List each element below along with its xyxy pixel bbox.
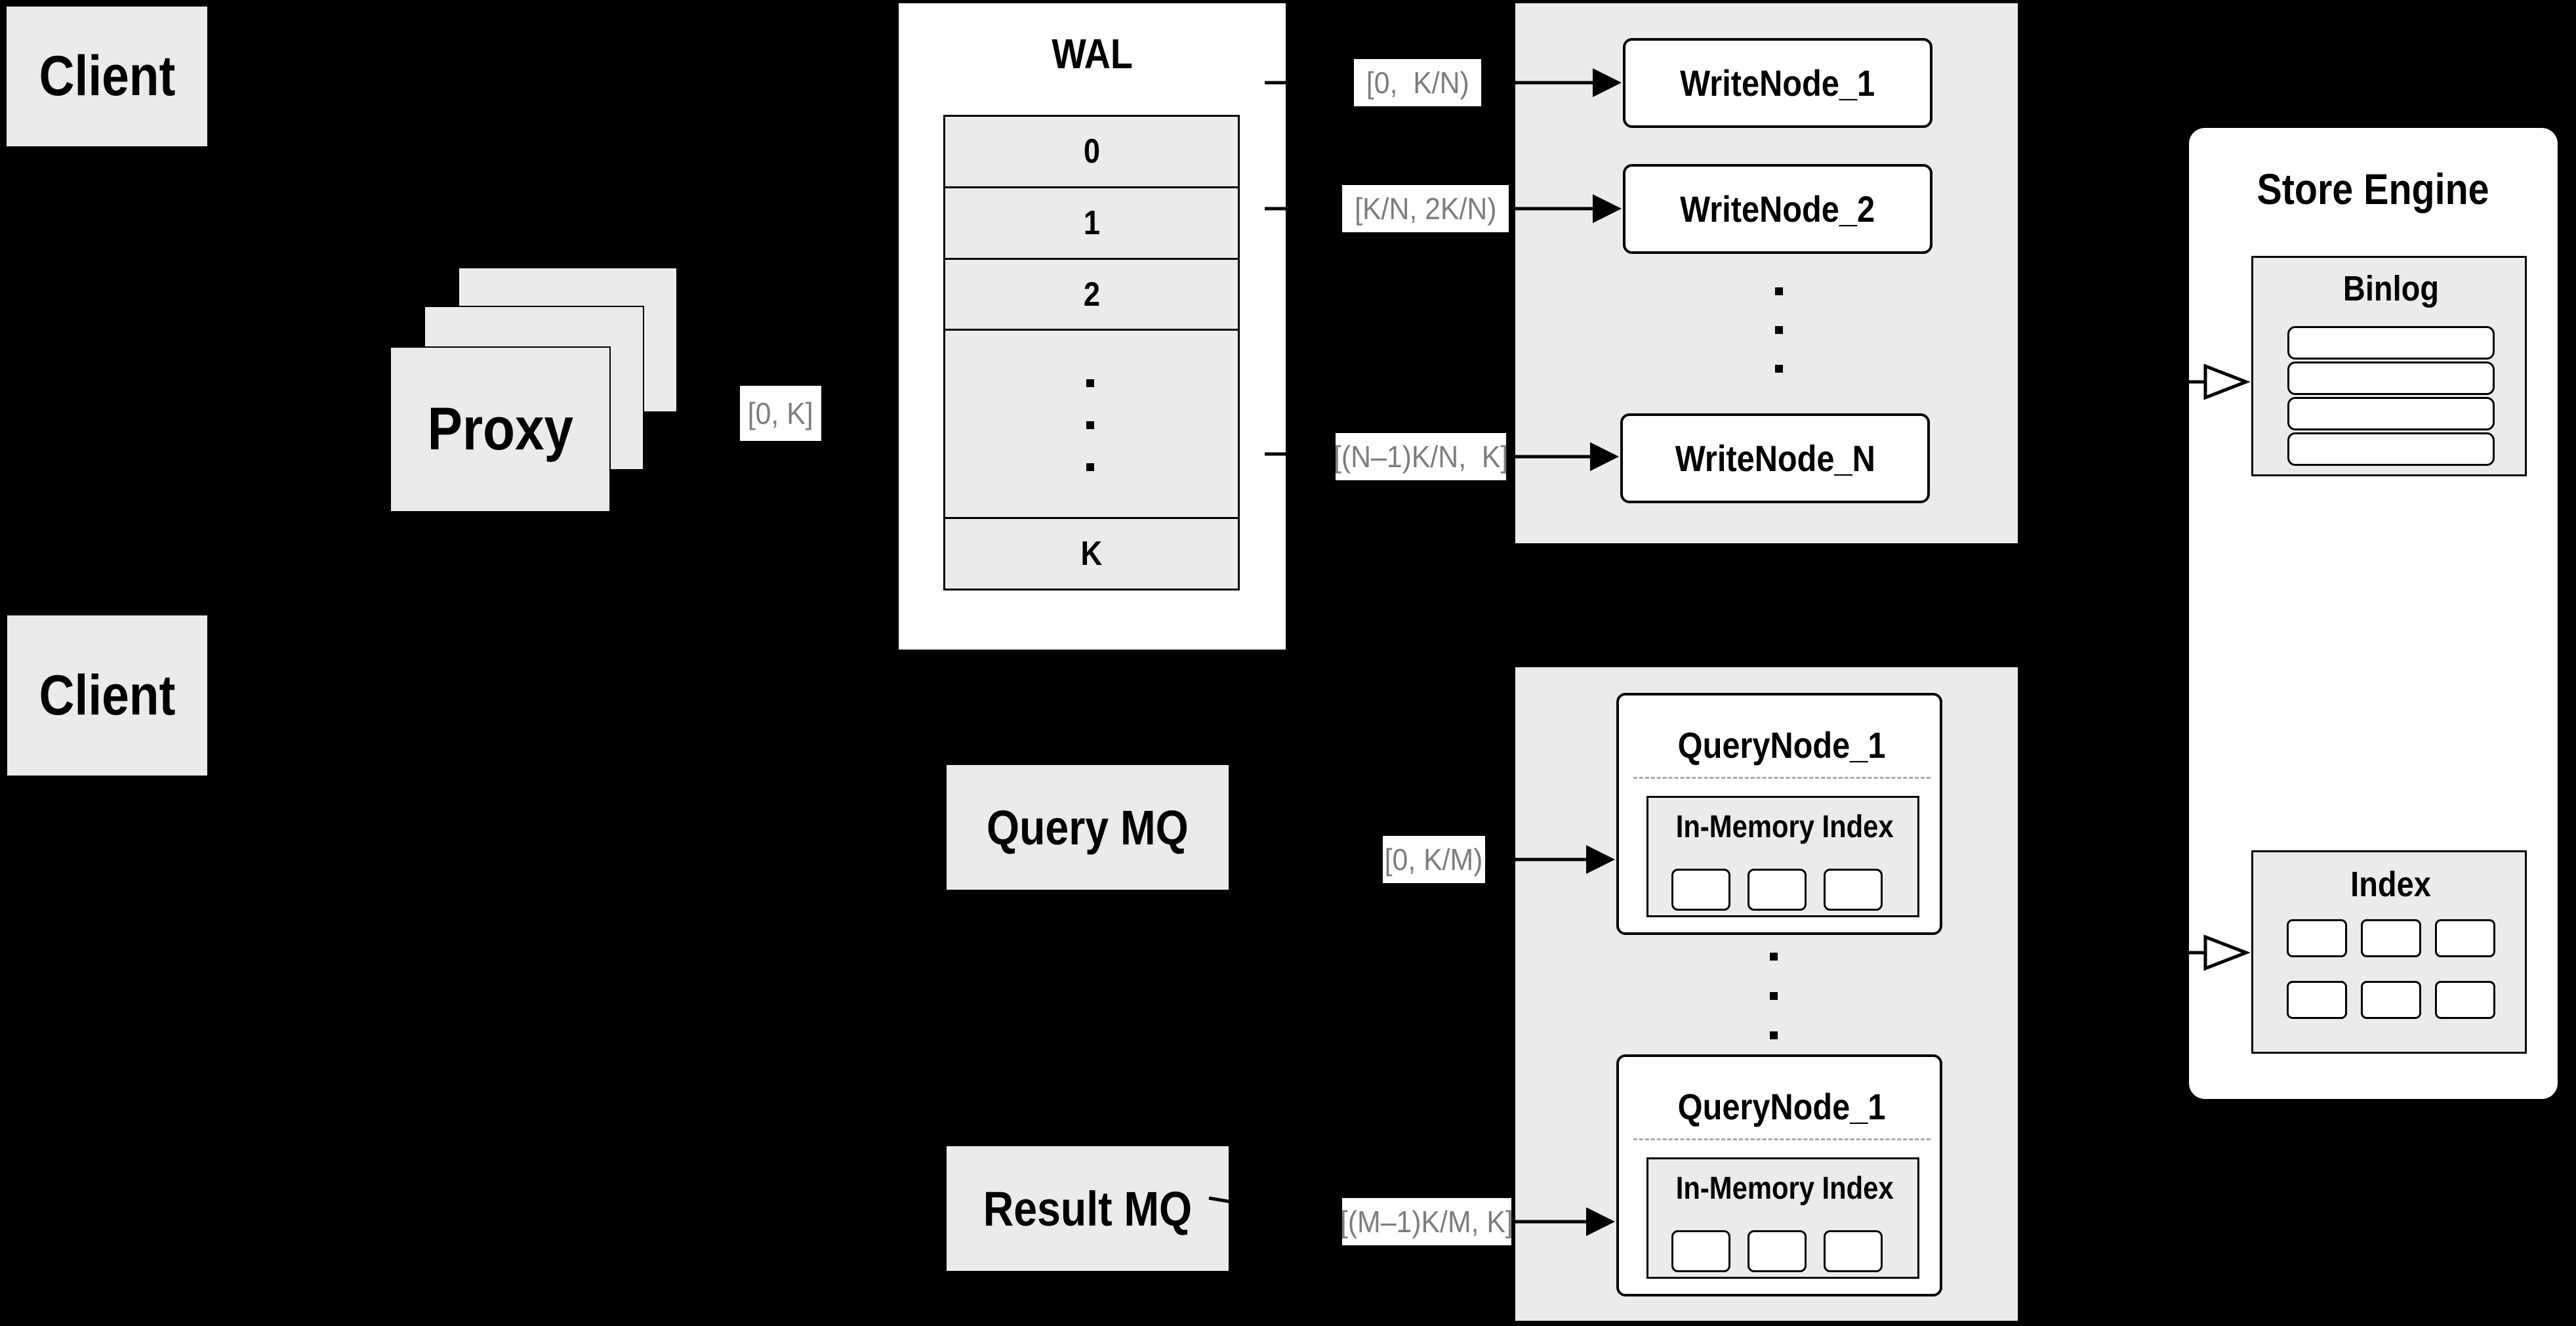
ellipsis-dot <box>1086 421 1094 429</box>
query-mq-box: Query MQ <box>945 764 1230 891</box>
binlog-row <box>2287 397 2495 430</box>
binlog-row <box>2287 362 2495 395</box>
ellipsis-dot <box>1770 992 1778 1000</box>
writenode-1-box: WriteNode_1 <box>1623 38 1932 128</box>
index-chips-row <box>2287 919 2495 957</box>
wal-container: WAL 0 1 2 K <box>899 3 1286 650</box>
querynode-box-top: QueryNode_1 In-Memory Index <box>1616 693 1942 935</box>
wal-segment-row: 2 <box>943 258 1240 331</box>
ellipsis-dot <box>1086 379 1094 387</box>
index-chip <box>2435 919 2495 957</box>
range-label-querynode-1: [0, K/M) <box>1383 836 1485 883</box>
querynode-title: QueryNode_1 <box>1678 724 1886 766</box>
in-memory-index-label: In-Memory Index <box>1676 1171 1894 1206</box>
index-chips-row <box>2287 981 2495 1019</box>
segment-chip <box>1671 869 1730 911</box>
segment-chip <box>1748 869 1807 911</box>
binlog-row <box>2287 326 2495 360</box>
ellipsis-dot <box>1775 326 1783 334</box>
index-chip <box>2361 919 2421 957</box>
index-box: Index <box>2251 850 2527 1054</box>
in-memory-index-box: In-Memory Index <box>1646 1157 1919 1279</box>
binlog-title: Binlog <box>2342 269 2440 308</box>
proxy-label: Proxy <box>427 396 573 463</box>
range-label-writenode-1: [0, K/N) <box>1354 59 1481 106</box>
range-label-writenode-2: [K/N, 2K/N) <box>1342 185 1509 232</box>
ellipsis-dot <box>1086 463 1094 471</box>
segment-chips <box>1671 869 1883 911</box>
segment-chip <box>1824 869 1883 911</box>
result-mq-box: Result MQ <box>945 1145 1230 1272</box>
ellipsis-dot <box>1770 1031 1778 1039</box>
divider-dashed <box>1633 1138 1931 1140</box>
proxy-box-front: Proxy <box>390 346 611 512</box>
in-memory-index-label: In-Memory Index <box>1676 809 1894 844</box>
range-label-proxy-wal: [0, K] <box>740 386 821 441</box>
index-chip <box>2287 981 2347 1019</box>
divider-dashed <box>1633 777 1931 779</box>
client-bottom-box: Client <box>6 614 209 777</box>
ellipsis-dot <box>1775 287 1783 295</box>
client-top-label: Client <box>39 45 175 108</box>
store-engine-box: Store Engine Binlog Index <box>2189 128 2558 1099</box>
in-memory-index-box: In-Memory Index <box>1646 796 1919 917</box>
index-chip <box>2435 981 2495 1019</box>
binlog-rows <box>2287 326 2495 466</box>
querynode-box-bottom: QueryNode_1 In-Memory Index <box>1616 1054 1942 1296</box>
wal-segment-row: 0 <box>943 115 1240 188</box>
segment-chip <box>1671 1230 1730 1272</box>
writenode-n-box: WriteNode_N <box>1620 413 1930 503</box>
segment-chips <box>1671 1230 1883 1272</box>
client-top-box: Client <box>5 5 209 148</box>
wal-title: WAL <box>1052 30 1133 77</box>
ellipsis-dot <box>1770 953 1778 961</box>
store-engine-title: Store Engine <box>2257 165 2490 213</box>
range-label-writenode-n: [(N–1)K/N, K] <box>1334 433 1508 480</box>
wal-segment-row: 1 <box>943 186 1240 260</box>
index-chip <box>2361 981 2421 1019</box>
ellipsis-dot <box>1775 365 1783 373</box>
writenode-2-box: WriteNode_2 <box>1623 164 1932 254</box>
wal-segment-row: K <box>943 517 1240 590</box>
index-chip <box>2287 919 2347 957</box>
binlog-box: Binlog <box>2251 256 2527 476</box>
segment-chip <box>1748 1230 1807 1272</box>
range-label-querynode-m: [(M–1)K/M, K] <box>1340 1198 1513 1245</box>
querynode-title: QueryNode_1 <box>1678 1085 1886 1127</box>
segment-chip <box>1824 1230 1883 1272</box>
index-title: Index <box>2350 865 2432 904</box>
client-bottom-label: Client <box>39 663 176 727</box>
wal-segment-table: 0 1 2 K <box>943 115 1240 590</box>
binlog-row <box>2287 432 2495 466</box>
